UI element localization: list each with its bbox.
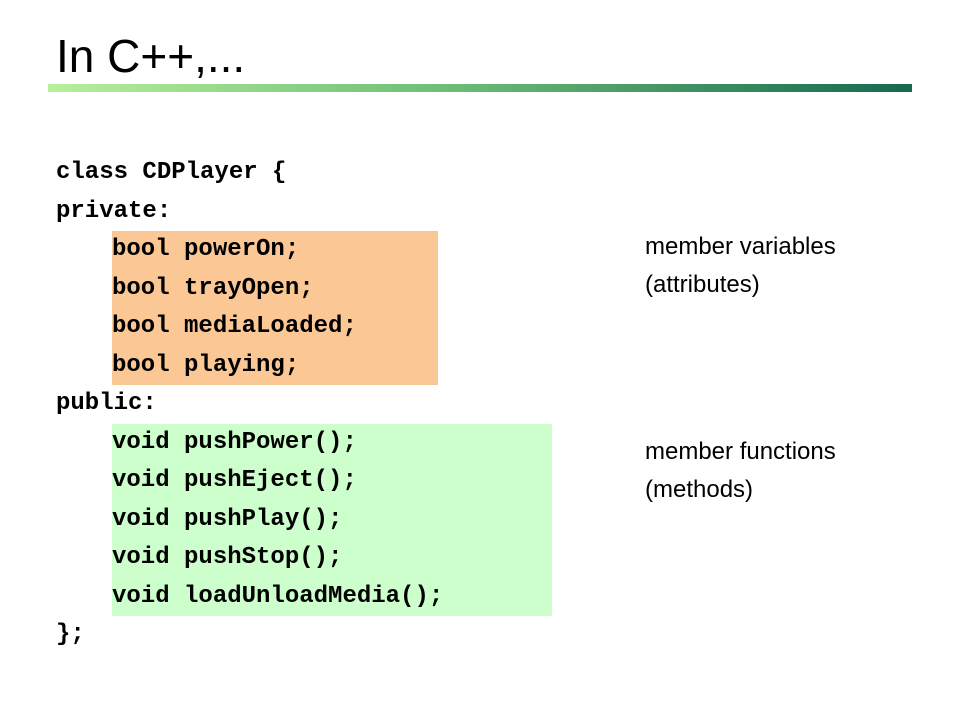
annotation-line: (methods) xyxy=(645,476,754,503)
code-block: class CDPlayer { private: bool powerOn; … xyxy=(56,154,552,655)
code-line-member-variable: bool powerOn; xyxy=(112,236,300,263)
annotation-line: member functions xyxy=(645,438,836,465)
member-variables-highlight: bool powerOn; bool trayOpen; bool mediaL… xyxy=(112,231,438,385)
code-line-member-function: void pushPower(); xyxy=(112,428,357,456)
code-line-private: private: xyxy=(56,197,172,225)
code-line-member-variable: bool trayOpen; xyxy=(112,274,314,302)
code-line-public: public: xyxy=(56,390,157,417)
code-line-member-function: void pushStop(); xyxy=(112,544,343,571)
code-line-member-variable: bool mediaLoaded; xyxy=(112,313,357,340)
code-line-member-variable: bool playing; xyxy=(112,351,300,379)
code-line-class-close: }; xyxy=(56,621,85,648)
annotation-line: member variables xyxy=(645,233,836,260)
code-line-member-function: void loadUnloadMedia(); xyxy=(112,582,444,610)
code-line-class-open: class CDPlayer { xyxy=(56,159,287,186)
member-functions-annotation: member functions (methods) xyxy=(645,433,836,509)
annotation-line: (attributes) xyxy=(645,271,760,298)
slide-title: In C++,... xyxy=(56,30,246,82)
title-underline xyxy=(48,84,912,92)
member-functions-highlight: void pushPower(); void pushEject(); void… xyxy=(112,423,552,616)
code-line-member-function: void pushEject(); xyxy=(112,467,357,494)
member-variables-annotation: member variables (attributes) xyxy=(645,228,836,304)
code-line-member-function: void pushPlay(); xyxy=(112,505,343,533)
